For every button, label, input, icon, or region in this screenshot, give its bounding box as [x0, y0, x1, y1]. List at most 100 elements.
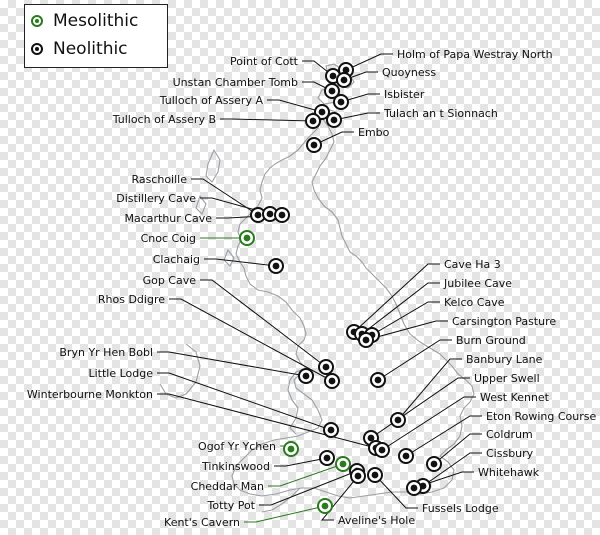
site-marker-tinkinswood[interactable]	[319, 450, 335, 466]
site-marker-bryn-yr-hen-bobl[interactable]	[298, 368, 314, 384]
leader-line-embo	[313, 131, 354, 146]
site-marker-unstan-chamber-tomb[interactable]	[324, 83, 340, 99]
site-label-tulloch-of-assery-a: Tulloch of Assery A	[159, 94, 264, 107]
leader-line-west-kennet	[381, 396, 476, 451]
leader-line-cissbury	[422, 452, 482, 487]
site-label-cave-ha-3: Cave Ha 3	[444, 258, 501, 271]
leader-line-rhos-ddigre	[169, 298, 333, 382]
western-isles-outline	[195, 149, 235, 267]
site-marker-kent-s-cavern[interactable]	[317, 498, 333, 514]
leader-line-fussels-lodge	[374, 474, 418, 509]
site-label-holm-of-papa-westray-north: Holm of Papa Westray North	[397, 48, 553, 61]
leader-line-burn-ground	[377, 339, 452, 381]
site-label-embo: Embo	[358, 126, 390, 139]
site-label-unstan-chamber-tomb: Unstan Chamber Tomb	[173, 76, 298, 89]
leader-line-little-lodge	[157, 372, 332, 431]
site-markers	[239, 62, 442, 514]
site-label-jubilee-cave: Jubilee Cave	[443, 277, 512, 290]
leader-line-cave-ha-3	[353, 263, 440, 333]
site-marker-quoyness[interactable]	[336, 72, 352, 88]
leader-line-kent-s-cavern	[244, 505, 326, 523]
leader-line-carsington-pasture	[365, 320, 448, 341]
neolithic-marker-icon	[31, 43, 43, 55]
site-marker-tulloch-of-assery-b[interactable]	[305, 113, 321, 129]
site-label-clachaig: Clachaig	[153, 253, 200, 266]
leader-line-banbury-lane	[397, 358, 462, 421]
leader-line-winterbourne-monkton	[157, 393, 377, 449]
site-marker-fussels-lodge[interactable]	[367, 467, 383, 483]
site-label-bryn-yr-hen-bobl: Bryn Yr Hen Bobl	[59, 346, 153, 359]
site-label-totty-pot: Totty Pot	[207, 499, 256, 512]
site-marker-gop-cave[interactable]	[318, 359, 334, 375]
site-label-carsington-pasture: Carsington Pasture	[452, 315, 556, 328]
leader-line-kelco-cave	[371, 301, 440, 336]
site-marker-tulach-an-t-sionnach[interactable]	[326, 112, 342, 128]
site-label-burn-ground: Burn Ground	[456, 334, 526, 347]
site-label-kent-s-cavern: Kent's Cavern	[164, 516, 240, 529]
site-marker-embo[interactable]	[306, 137, 322, 153]
leader-line-tinkinswood	[274, 457, 328, 467]
leader-line-coldrum	[433, 433, 482, 465]
leader-line-tulloch-of-assery-b	[220, 118, 314, 122]
site-marker-whitehawk[interactable]	[406, 480, 422, 496]
southwest-outline	[261, 487, 301, 513]
legend-label-mesolithic: Mesolithic	[53, 11, 139, 31]
site-label-cnoc-coig: Cnoc Coig	[141, 232, 196, 245]
site-marker-clachaig[interactable]	[268, 258, 284, 274]
site-marker-cheddar-man[interactable]	[335, 456, 351, 472]
wales-outline	[287, 367, 307, 435]
legend-label-neolithic: Neolithic	[53, 39, 128, 59]
site-label-tulloch-of-assery-b: Tulloch of Assery B	[112, 113, 216, 126]
site-label-ogof-yr-ychen: Ogof Yr Ychen	[198, 440, 276, 453]
leader-line-bryn-yr-hen-bobl	[157, 351, 307, 377]
site-label-raschoille: Raschoille	[131, 173, 187, 186]
mesolithic-marker-icon	[31, 15, 43, 27]
site-marker-cnoc-coig[interactable]	[239, 230, 255, 246]
site-label-rhos-ddigre: Rhos Ddigre	[98, 293, 165, 306]
site-marker-aveline-s-hole[interactable]	[350, 468, 366, 484]
ireland-outline	[159, 343, 201, 399]
site-label-point-of-cott: Point of Cott	[230, 55, 299, 68]
site-label-aveline-s-hole: Aveline's Hole	[338, 514, 415, 527]
leader-line-gop-cave	[200, 279, 327, 368]
site-marker-rhos-ddigre[interactable]	[324, 373, 340, 389]
site-marker-little-lodge[interactable]	[323, 422, 339, 438]
site-marker-carsington-pasture[interactable]	[358, 332, 374, 348]
site-label-cheddar-man: Cheddar Man	[191, 480, 264, 493]
site-label-winterbourne-monkton: Winterbourne Monkton	[27, 388, 153, 401]
site-label-banbury-lane: Banbury Lane	[466, 353, 543, 366]
leader-line-holm-of-papa-westray-north	[345, 53, 393, 71]
legend-item-neolithic: Neolithic	[31, 37, 128, 61]
site-label-macarthur-cave: Macarthur Cave	[124, 212, 212, 225]
site-marker-macarthur-cave[interactable]	[274, 207, 290, 223]
site-label-cissbury: Cissbury	[486, 447, 534, 460]
site-label-tulach-an-t-sionnach: Tulach an t Sionnach	[383, 107, 498, 120]
site-label-whitehawk: Whitehawk	[478, 466, 540, 479]
site-label-coldrum: Coldrum	[486, 428, 533, 441]
leader-line-upper-swell	[370, 377, 470, 439]
site-label-kelco-cave: Kelco Cave	[444, 296, 505, 309]
leader-line-tulach-an-t-sionnach	[333, 112, 380, 121]
leader-line-eton-rowing-course	[405, 415, 482, 457]
site-marker-west-kennet[interactable]	[374, 442, 390, 458]
site-marker-banbury-lane[interactable]	[390, 412, 406, 428]
leader-line-distillery-cave	[200, 197, 271, 215]
leader-line-raschoille	[191, 178, 259, 216]
site-label-isbister: Isbister	[384, 88, 425, 101]
site-marker-isbister[interactable]	[333, 94, 349, 110]
site-marker-burn-ground[interactable]	[370, 372, 386, 388]
site-label-fussels-lodge: Fussels Lodge	[422, 502, 499, 515]
leader-line-tulloch-of-assery-a	[267, 99, 323, 113]
site-label-gop-cave: Gop Cave	[143, 274, 197, 287]
site-label-eton-rowing-course: Eton Rowing Course	[486, 410, 596, 423]
site-label-upper-swell: Upper Swell	[474, 372, 540, 385]
site-label-little-lodge: Little Lodge	[88, 367, 153, 380]
site-marker-coldrum[interactable]	[426, 456, 442, 472]
leader-line-isbister	[340, 93, 380, 103]
site-marker-ogof-yr-ychen[interactable]	[283, 441, 299, 457]
site-marker-eton-rowing-course[interactable]	[398, 448, 414, 464]
leader-line-totty-pot	[259, 470, 358, 506]
leader-line-clachaig	[204, 258, 277, 267]
